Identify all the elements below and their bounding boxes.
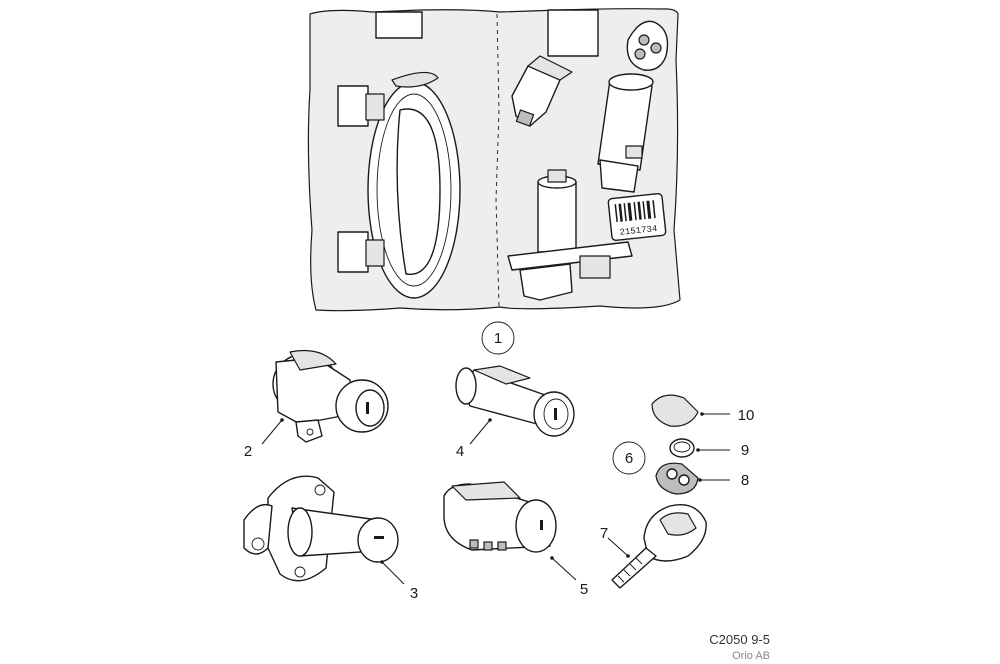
callout-label-6: 6 [625,450,633,467]
tailgate-lock-cylinder [243,475,399,582]
key-battery [669,438,695,458]
bag-key-fob [626,20,669,71]
copyright-text: Orio AB [732,650,770,662]
callout-label-9: 9 [741,442,749,459]
callout-circle-6 [612,441,646,475]
key-code-text: 2151734 [619,224,658,238]
glovebox-lock-cylinder [443,481,557,553]
callout-label-8: 8 [741,472,749,489]
lock-set-package: 2151734 [307,8,681,312]
callout-label-1: 1 [494,330,502,347]
callout-label-10: 10 [738,407,755,424]
callout-label-7: 7 [600,525,608,542]
ignition-key [611,504,707,589]
key-code-tag: 2151734 [607,192,667,242]
callout-label-3: 3 [410,585,418,602]
bag-lock-cylinder [511,55,573,127]
key-transmitter [655,462,699,495]
callout-label-4: 4 [456,443,464,460]
door-handle [337,71,461,299]
callout-label-2: 2 [244,443,252,460]
bag-steering-lock [507,169,633,301]
door-lock-cylinder-right [455,365,575,437]
drawing-code: C2050 9-5 [709,632,770,647]
bag-ignition-switch [597,73,654,193]
door-lock-cylinder-left [272,349,389,443]
callout-circle-1 [481,321,515,355]
key-cover [651,394,699,427]
callout-label-5: 5 [580,581,588,598]
